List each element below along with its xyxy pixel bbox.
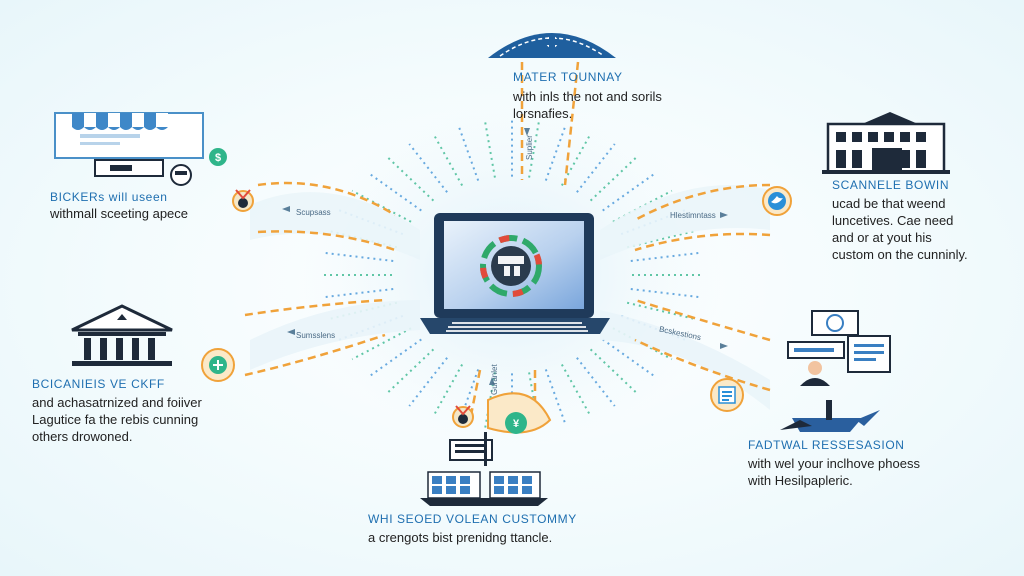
- ray-line: [351, 327, 412, 361]
- helmet-logo-icon: [480, 235, 542, 297]
- yen-badge-icon: ¥: [487, 392, 552, 434]
- ray-line: [589, 348, 638, 394]
- node-top-text: MATER TOUNNAY with inls the not and sori…: [513, 70, 713, 122]
- node-bottom-line-1: a crengots bist prenidng ttancle.: [368, 530, 553, 545]
- ray-line: [432, 364, 464, 418]
- document-person-icon: [787, 310, 891, 386]
- laptop-icon: [420, 213, 610, 334]
- ray-line: [602, 172, 657, 212]
- node-mid-right-line-1: with wel your inclhove phoess: [748, 456, 920, 471]
- connector-label-top: Suplier: [525, 135, 534, 160]
- ray-line: [544, 369, 567, 425]
- node-top-right-line-4: custom on the cunninly.: [832, 247, 968, 262]
- node-top-line-2: lorsnafies.: [513, 106, 573, 121]
- building-icon: [822, 112, 950, 174]
- ray-line: [483, 372, 496, 430]
- connector-label-right-top: Hlestimntass: [670, 211, 716, 220]
- node-mid-left-text: BCICANIEIS VE CKFF and achasatrnized and…: [32, 377, 252, 445]
- ray-line: [576, 357, 616, 407]
- node-mid-right-line-2: with Hesilpapleric.: [748, 473, 853, 488]
- connector-label-left-top: Scupsass: [296, 208, 331, 217]
- connector-top-right: [634, 183, 771, 222]
- ray-line: [408, 143, 448, 193]
- awning: [72, 113, 168, 130]
- node-top-left-line-1: withmall sceeting apece: [50, 206, 189, 221]
- node-top-title: MATER TOUNNAY: [513, 70, 623, 84]
- ray-line: [612, 189, 673, 223]
- node-top-left-title: BICKERs will useen: [50, 190, 168, 204]
- node-top-right-text: SCANNELE BOWIN ucad be that weend luncet…: [832, 178, 1012, 263]
- node-top-right-line-1: ucad be that weend: [832, 196, 946, 211]
- node-bottom-text: WHI SEOED VOLEAN CUSTOMmy a crengots bis…: [368, 512, 648, 546]
- node-top-right-line-2: luncetives. Cae need: [832, 213, 954, 228]
- node-mid-right-title: FADTWAL RESSESASION: [748, 438, 905, 452]
- airplane-icon: [780, 400, 880, 432]
- node-mid-right-text: FADTWAL RESSESASION with wel your inclho…: [748, 438, 988, 489]
- svg-text:¥: ¥: [513, 418, 520, 430]
- connector-label-bottom: Guranlet: [490, 364, 499, 395]
- face-icon: [170, 164, 192, 186]
- ray-line: [351, 189, 412, 223]
- node-top-left-text: BICKERs will useen withmall sceeting ape…: [50, 190, 260, 222]
- container-ship-icon: [420, 432, 548, 506]
- connector-top-left: [257, 181, 396, 217]
- dollar-badge-icon: $: [209, 148, 227, 166]
- svg-text:$: $: [215, 152, 221, 164]
- list-badge-icon: [710, 378, 744, 412]
- node-mid-left-line-1: and achasatrnized and foiiver: [32, 395, 202, 410]
- laptop-keyboard: [446, 322, 588, 332]
- ray-line: [367, 172, 422, 212]
- ray-line: [367, 338, 422, 378]
- ray-line: [612, 327, 673, 361]
- ray-line: [560, 132, 592, 186]
- ray-line: [528, 120, 541, 178]
- ray-line: [576, 143, 616, 193]
- plus-badge-icon: [201, 348, 235, 382]
- ray-line: [589, 156, 638, 202]
- storefront-icon: [54, 112, 204, 177]
- ray-line: [483, 120, 496, 178]
- ray-line: [457, 125, 480, 181]
- ray-line: [432, 132, 464, 186]
- ray-line: [544, 125, 567, 181]
- node-bottom-title: WHI SEOED VOLEAN CUSTOMmy: [368, 512, 577, 526]
- node-mid-left-title: BCICANIEIS VE CKFF: [32, 377, 165, 391]
- connector-arrows: [282, 128, 728, 385]
- node-top-right-line-3: and or at yout his: [832, 230, 932, 245]
- bird-badge-icon: [762, 186, 792, 216]
- ray-line: [386, 348, 435, 394]
- ray-line: [386, 156, 435, 202]
- medal-icon-left: [232, 189, 254, 212]
- ray-line: [560, 364, 592, 418]
- connector-label-left-mid: Sumsslens: [296, 331, 335, 340]
- ray-line: [408, 357, 448, 407]
- node-top-right-title: SCANNELE BOWIN: [832, 178, 950, 192]
- node-mid-left-line-3: others drowoned.: [32, 429, 133, 444]
- medal-badge-icon: [452, 405, 474, 428]
- bank-icon: [71, 304, 173, 366]
- node-top-line-1: with inls the not and sorils: [513, 89, 662, 104]
- stadium-icon: [488, 33, 616, 58]
- connector-mid-left: [244, 298, 386, 317]
- connector-bands: [250, 185, 770, 410]
- connector-mid-right: [634, 298, 771, 342]
- node-mid-left-line-2: Lagutice fa the rebis cunning: [32, 412, 199, 427]
- ray-line: [602, 338, 657, 378]
